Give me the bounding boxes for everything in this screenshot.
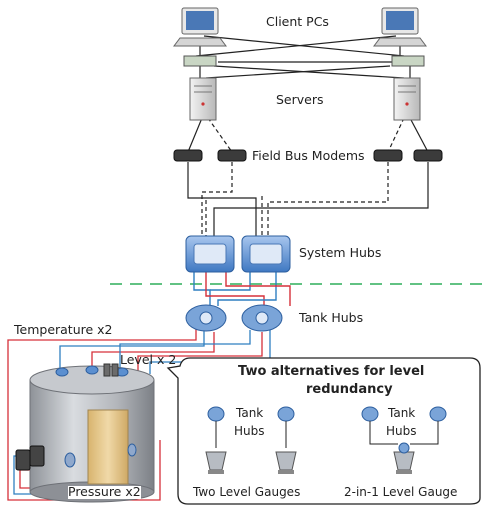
- callout-title-line2: redundancy: [306, 382, 393, 397]
- pressure-label: Pressure x2: [68, 484, 141, 499]
- server-right: [393, 77, 421, 121]
- system-hubs-label: System Hubs: [299, 245, 382, 260]
- server-left: [189, 77, 217, 121]
- top-wires: [187, 35, 429, 153]
- callout-left-caption: Two Level Gauges: [193, 485, 301, 499]
- network-switch-right: [391, 55, 425, 67]
- tank-hub-left: [185, 304, 227, 332]
- client-pcs-label: Client PCs: [266, 14, 329, 29]
- callout-left-hubs-label2: Hubs: [234, 424, 265, 438]
- callout-left-hubs-label1: Tank: [236, 406, 264, 420]
- level-label: Level x 2: [120, 352, 177, 367]
- network-switch-left: [183, 55, 217, 67]
- tank-hub-right: [241, 304, 283, 332]
- client-pc-left: [173, 7, 227, 47]
- tank-hubs-label: Tank Hubs: [299, 310, 364, 325]
- temperature-label: Temperature x2: [14, 322, 113, 337]
- level-gauges: [55, 365, 129, 377]
- callout-right-hubs-label1: Tank: [388, 406, 416, 420]
- callout-title-line1: Two alternatives for level: [238, 364, 425, 379]
- hub-wires: [193, 270, 291, 306]
- servers-label: Servers: [276, 92, 324, 107]
- temperature-sensors: [103, 363, 119, 377]
- field-bus-modems-label: Field Bus Modems: [252, 148, 365, 163]
- system-hub-left: [185, 235, 235, 273]
- client-pc-right: [373, 7, 427, 47]
- system-hub-right: [241, 235, 291, 273]
- callout-right-caption: 2-in-1 Level Gauge: [344, 485, 458, 499]
- callout-left-hubs: [205, 406, 297, 474]
- redundancy-callout: [166, 357, 481, 505]
- callout-right-hubs-label2: Hubs: [386, 424, 417, 438]
- pressure-transmitters: [15, 443, 137, 471]
- storage-tank: [29, 365, 155, 503]
- callout-right-hubs: [361, 406, 447, 474]
- modem-hub-wires: [187, 162, 429, 240]
- field-bus-modems: [173, 149, 443, 162]
